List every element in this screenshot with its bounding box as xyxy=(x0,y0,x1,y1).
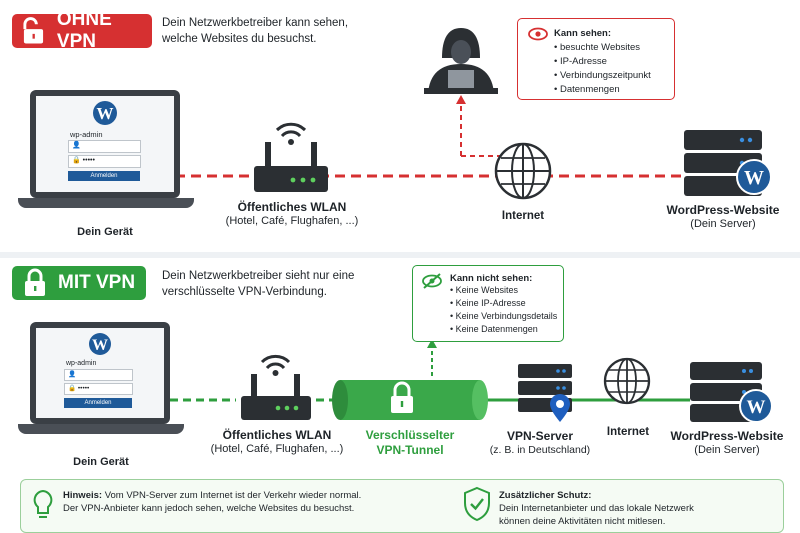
bottom-laptop: W wp-admin 👤 🔒 ••••• Anmelden xyxy=(18,322,184,446)
bottom-internet-label: Internet xyxy=(606,426,650,438)
location-pin-icon xyxy=(550,394,570,422)
bottom-infobox-item: Keine IP-Adresse xyxy=(450,297,557,310)
bottom-infobox-item: Keine Websites xyxy=(450,284,557,297)
mit-vpn-badge: MIT VPN xyxy=(12,266,146,300)
bottom-globe-icon xyxy=(603,357,651,405)
top-infobox-item: Verbindungszeitpunkt xyxy=(554,69,651,83)
ohne-vpn-badge-label: OHNE VPN xyxy=(56,9,112,52)
top-server-icon: W xyxy=(684,130,772,196)
top-login-title: wp-admin xyxy=(70,130,103,139)
top-server-label: WordPress-Website (Dein Server) xyxy=(666,203,780,230)
top-can-see-box: Kann sehen: besuchte Websites IP-Adresse… xyxy=(517,18,675,100)
hint-text: Hinweis: Vom VPN-Server zum Internet ist… xyxy=(63,490,362,514)
bottom-device-label: Dein Gerät xyxy=(73,456,129,468)
top-wlan-label: Öffentliches WLAN (Hotel, Café, Flughafe… xyxy=(225,200,359,227)
top-infobox-title: Kann sehen: xyxy=(554,28,612,39)
top-infobox-item: Datenmengen xyxy=(554,83,651,97)
tunnel-arrow-head xyxy=(427,339,437,348)
protection-text: Zusätzlicher Schutz: Dein Internetanbiet… xyxy=(499,490,694,527)
svg-text:W: W xyxy=(747,397,766,418)
bottom-description: Dein Netzwerkbetreiber sieht nur eine ve… xyxy=(162,268,354,300)
top-device-label: Dein Gerät xyxy=(77,226,133,238)
svg-text:W: W xyxy=(92,337,108,354)
tunnel-padlock-icon xyxy=(391,381,413,413)
bottom-desc-line2: verschlüsselte VPN-Verbindung. xyxy=(162,286,327,298)
shield-check-icon xyxy=(464,486,490,522)
vpn-server-label: VPN-Server (z. B. in Deutschland) xyxy=(489,429,591,456)
bottom-password-field[interactable]: 🔒 ••••• xyxy=(64,383,133,395)
bottom-username-field[interactable]: 👤 xyxy=(64,369,133,381)
vpn-tunnel-label: Verschlüsselter VPN-Tunnel xyxy=(365,428,455,457)
top-username-field[interactable]: 👤 xyxy=(68,140,141,153)
unlocked-padlock-icon xyxy=(23,17,44,44)
top-infobox-item: IP-Adresse xyxy=(554,55,651,69)
top-description: Dein Netzwerkbetreiber kann sehen, welch… xyxy=(162,15,348,47)
eye-crossed-icon xyxy=(422,273,442,289)
bottom-infobox-item: Keine Datenmengen xyxy=(450,323,557,336)
section-divider xyxy=(0,252,800,258)
top-desc-line1: Dein Netzwerkbetreiber kann sehen, xyxy=(162,17,349,29)
bottom-wifi-router-icon xyxy=(241,354,311,420)
eye-icon xyxy=(528,27,548,41)
lightbulb-icon xyxy=(33,489,53,518)
bottom-login-title: wp-admin xyxy=(66,360,97,367)
mit-vpn-badge-label: MIT VPN xyxy=(58,272,136,293)
top-login-button[interactable]: Anmelden xyxy=(68,171,140,181)
svg-text:W: W xyxy=(97,104,114,123)
bottom-wlan-label: Öffentliches WLAN (Hotel, Café, Flughafe… xyxy=(210,428,344,455)
top-password-mask: ••••• xyxy=(82,157,95,164)
bottom-login-button[interactable]: Anmelden xyxy=(64,398,132,408)
bottom-server-icon: W xyxy=(690,362,773,423)
top-password-field[interactable]: 🔒 ••••• xyxy=(68,155,141,168)
locked-padlock-icon xyxy=(25,268,45,296)
bottom-server-label: WordPress-Website (Dein Server) xyxy=(670,429,784,456)
ohne-vpn-badge: OHNE VPN xyxy=(12,9,152,52)
svg-text:W: W xyxy=(744,167,764,189)
top-internet-label: Internet xyxy=(501,210,545,222)
wordpress-logo-icon: W xyxy=(89,333,111,355)
bottom-cannot-see-box: Kann nicht sehen: Keine Websites Keine I… xyxy=(412,265,564,342)
bottom-infobox-title: Kann nicht sehen: xyxy=(450,273,533,284)
top-infobox-item: besuchte Websites xyxy=(554,41,651,55)
bottom-infobox-item: Keine Verbindungsdetails xyxy=(450,310,558,323)
sniffer-arrow-head xyxy=(456,95,466,104)
bottom-connection-lines xyxy=(170,339,690,420)
top-desc-line2: welche Websites du besuchst. xyxy=(162,33,317,45)
bottom-desc-line1: Dein Netzwerkbetreiber sieht nur eine xyxy=(162,270,355,282)
vpn-server-icon xyxy=(518,364,572,422)
top-wifi-router-icon xyxy=(254,122,328,192)
top-globe-icon xyxy=(494,142,552,200)
wordpress-logo-icon: W xyxy=(93,101,117,125)
info-note-box: Hinweis: Vom VPN-Server zum Internet ist… xyxy=(20,479,784,533)
bottom-password-mask: ••••• xyxy=(77,385,90,392)
hacker-icon xyxy=(424,28,498,94)
top-laptop: W wp-admin 👤 🔒 ••••• Anmelden xyxy=(18,90,194,220)
